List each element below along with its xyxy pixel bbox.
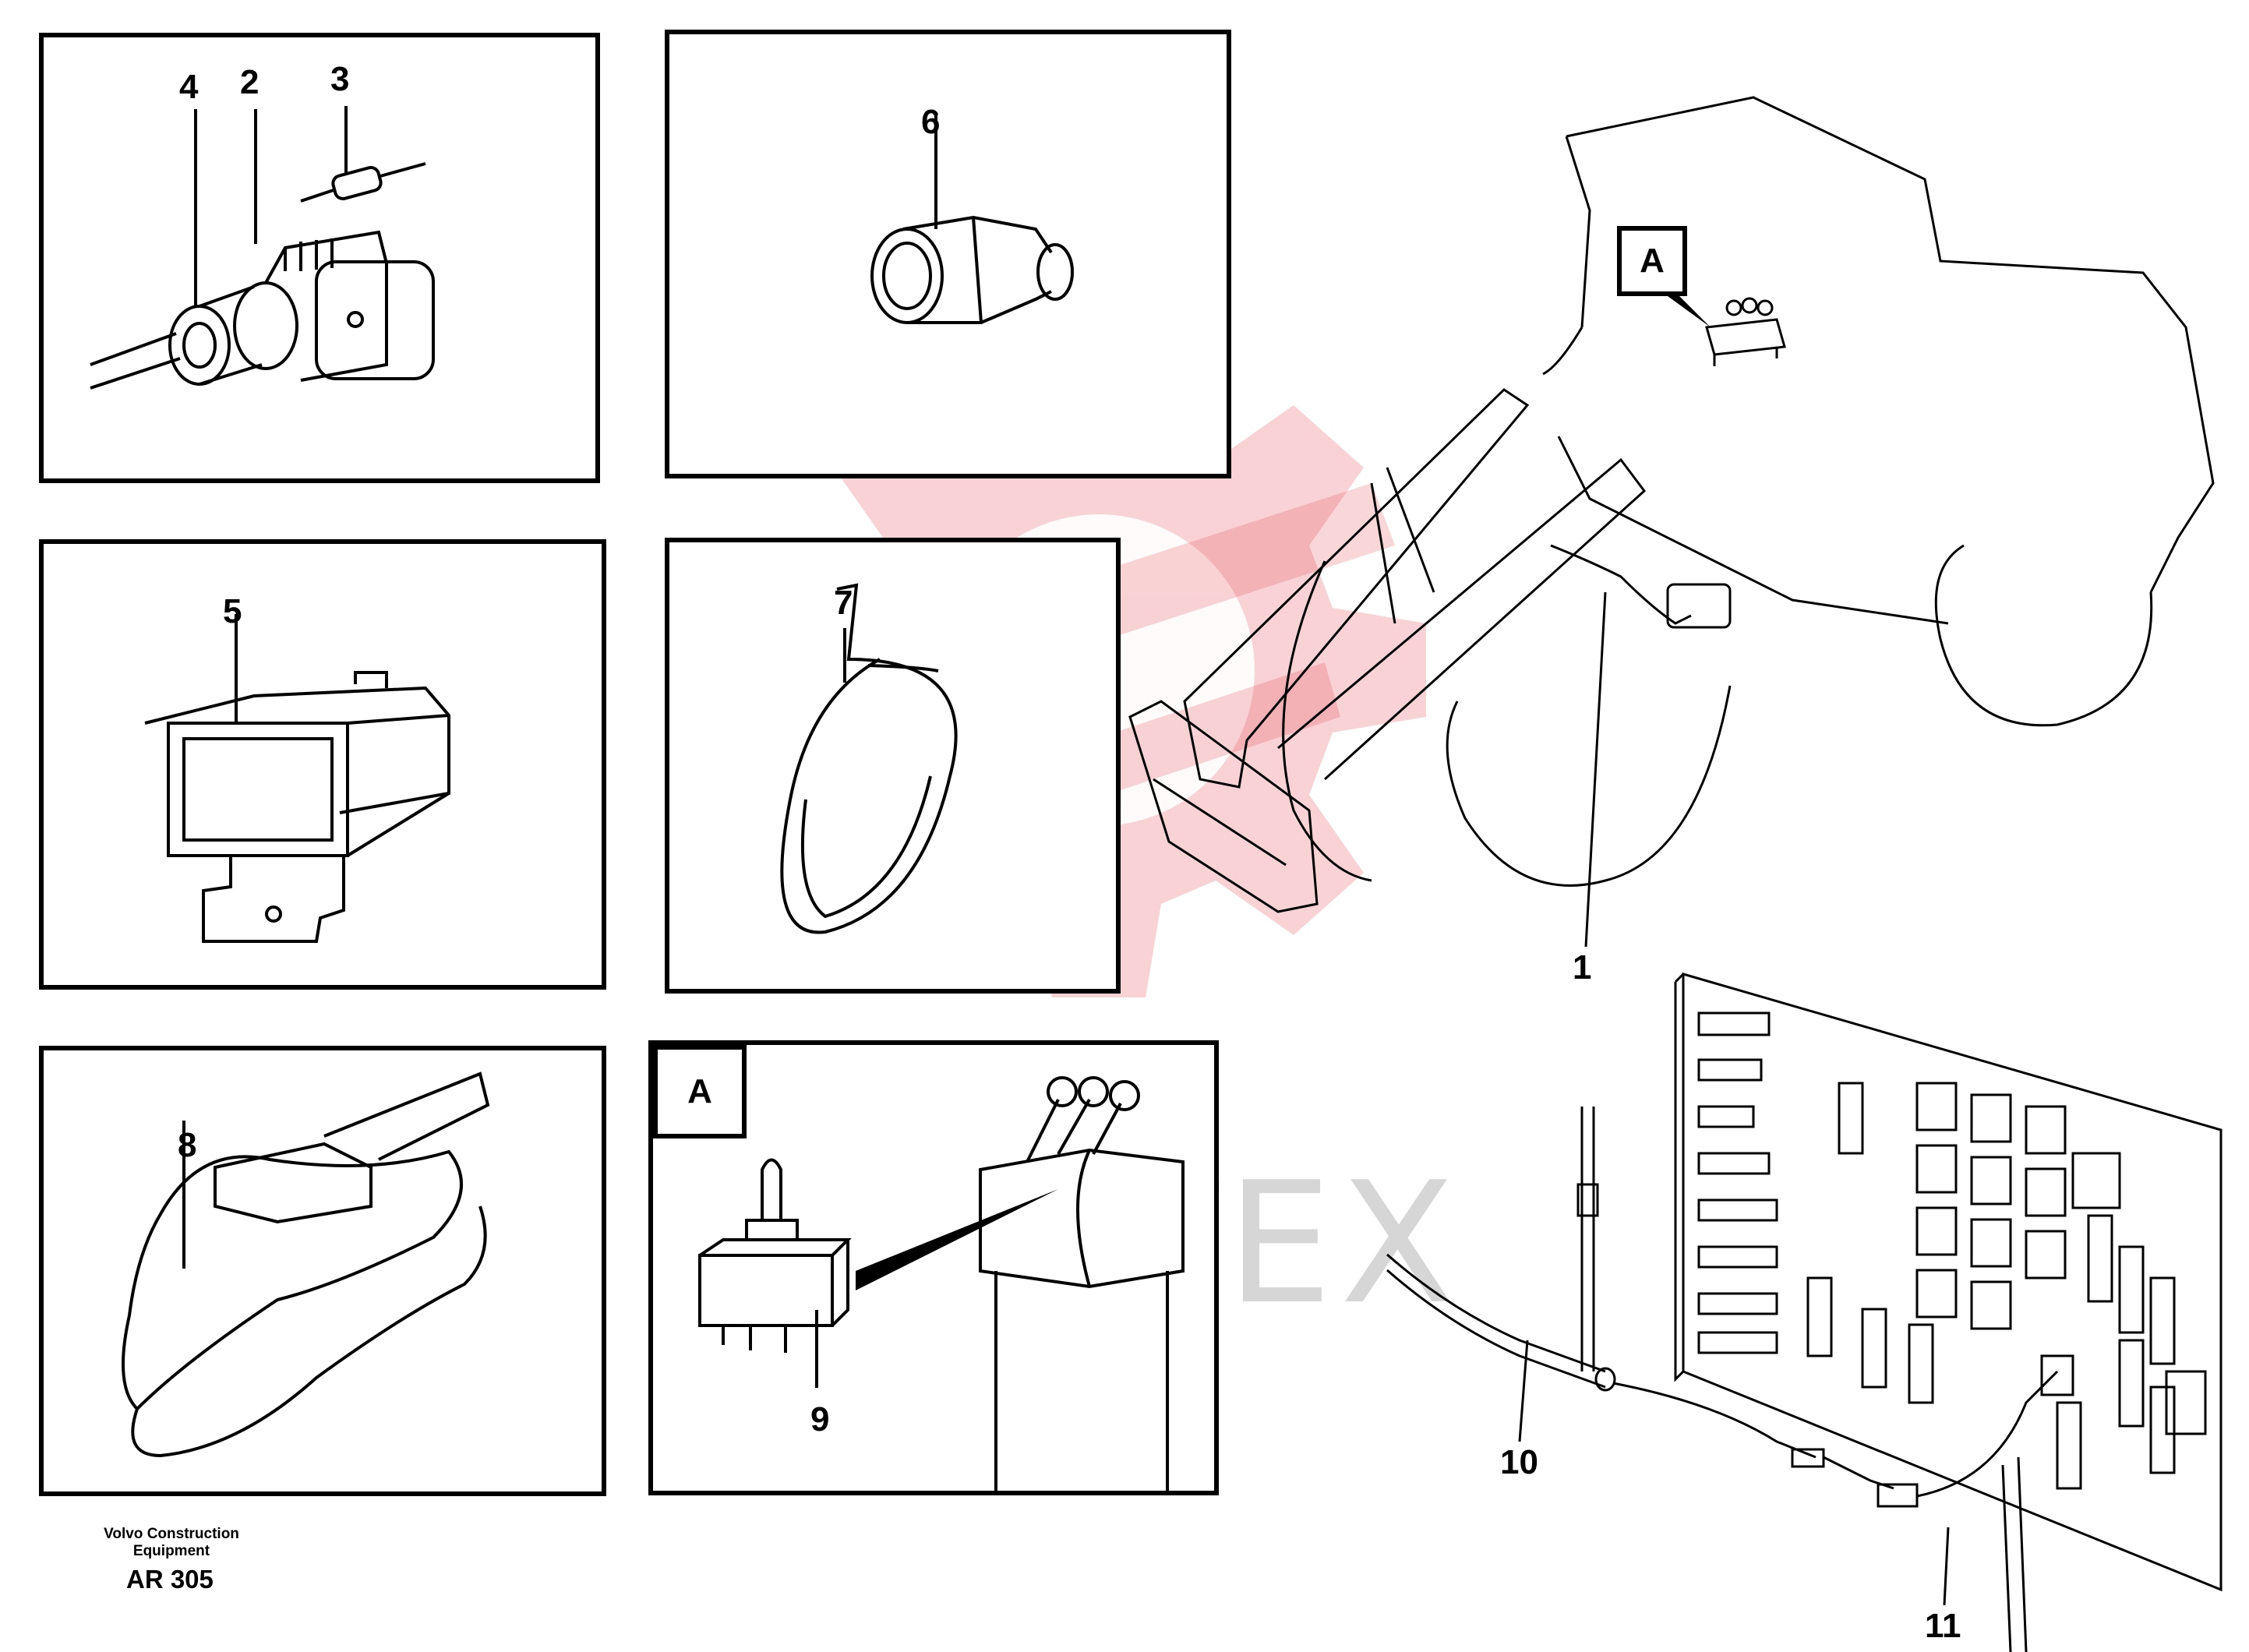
footer-code: AR 305 — [126, 1565, 214, 1594]
panel-flat-connector — [39, 539, 606, 990]
callout-7: 7 — [834, 584, 853, 622]
detail-label-badge: A — [653, 1045, 747, 1138]
pointer-wedge — [856, 1189, 1058, 1290]
callout-11: 11 — [1925, 1607, 1961, 1645]
callout-4: 4 — [179, 68, 199, 106]
callout-9: 9 — [810, 1400, 830, 1438]
callout-8: 8 — [178, 1126, 197, 1164]
callout-5: 5 — [223, 592, 242, 630]
footer-maker-line2: Equipment — [132, 1542, 210, 1559]
detail-label-badge-machine: A — [1617, 226, 1687, 296]
strap-icon — [122, 1071, 490, 1458]
panel-strap — [39, 1046, 606, 1496]
callout-10: 10 — [1500, 1443, 1538, 1481]
footer-maker-line1: Volvo Construction — [104, 1526, 239, 1542]
cable-tie-icon — [780, 583, 958, 934]
callout-6: 6 — [921, 103, 941, 141]
panel-boot — [665, 30, 1231, 478]
callout-2: 2 — [240, 63, 260, 101]
toggle-switch-icon — [698, 1076, 1185, 1491]
resistor-icon — [300, 162, 426, 203]
rubber-boot-icon — [870, 112, 1074, 324]
panel-connector — [39, 33, 600, 483]
flat-connector-icon — [144, 614, 450, 943]
connector-sleeve-icon — [90, 106, 435, 390]
callout-1: 1 — [1573, 948, 1592, 987]
switch-console-icon — [979, 1076, 1185, 1491]
callout-3: 3 — [330, 60, 350, 98]
panel-cable-tie — [665, 538, 1121, 994]
footer-maker: Volvo Construction Equipment — [94, 1526, 249, 1560]
